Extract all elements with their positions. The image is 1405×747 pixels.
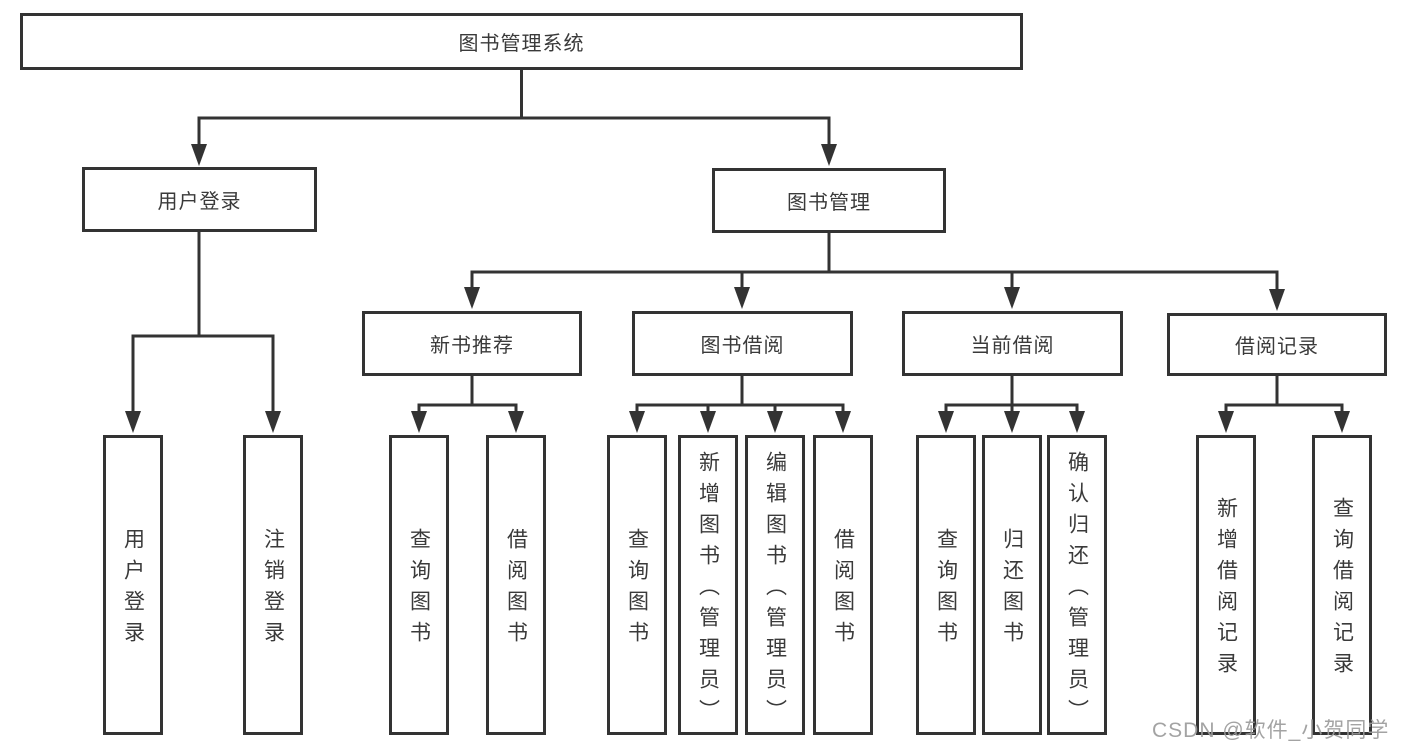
leaf-label: 借阅图书: [831, 528, 855, 652]
leaf-edit-book-admin: 编辑图书（管理员）: [745, 435, 805, 735]
node-book-borrow: 图书借阅: [632, 311, 853, 376]
leaf-add-borrow-record: 新增借阅记录: [1196, 435, 1256, 735]
leaf-label: 新增借阅记录: [1214, 497, 1238, 683]
leaf-label: 归还图书: [1000, 528, 1024, 652]
leaf-query-books-recommend: 查询图书: [389, 435, 449, 735]
leaf-label: 查询图书: [934, 528, 958, 652]
node-label: 当前借阅: [970, 335, 1055, 357]
leaf-label: 查询图书: [625, 528, 649, 652]
leaf-label: 查询图书: [407, 528, 431, 652]
node-current-borrow: 当前借阅: [902, 311, 1123, 376]
node-label: 图书管理: [787, 192, 871, 214]
leaf-query-books-current: 查询图书: [916, 435, 976, 735]
leaf-label: 注销登录: [261, 528, 285, 652]
leaf-label: 确认归还（管理员）: [1065, 450, 1089, 730]
node-label: 新书推荐: [430, 335, 514, 357]
leaf-label: 编辑图书（管理员）: [763, 450, 787, 730]
leaf-add-book-admin: 新增图书（管理员）: [678, 435, 738, 735]
node-user-login: 用户登录: [82, 167, 317, 232]
csdn-watermark: CSDN @软件_小贺同学: [1152, 719, 1390, 742]
node-label: 用户登录: [157, 191, 242, 213]
leaf-return-books: 归还图书: [982, 435, 1042, 735]
node-new-book-recommend: 新书推荐: [362, 311, 582, 376]
leaf-label: 新增图书（管理员）: [696, 450, 720, 730]
node-root-system: 图书管理系统: [20, 13, 1023, 70]
node-borrow-records: 借阅记录: [1167, 313, 1387, 376]
node-label: 图书管理系统: [458, 33, 585, 55]
leaf-user-login: 用户登录: [103, 435, 163, 735]
leaf-borrow-books-recommend: 借阅图书: [486, 435, 546, 735]
leaf-label: 用户登录: [121, 528, 145, 652]
leaf-confirm-return-admin: 确认归还（管理员）: [1047, 435, 1107, 735]
leaf-label: 借阅图书: [504, 528, 528, 652]
leaf-borrow-books-borrow: 借阅图书: [813, 435, 873, 735]
leaf-logout-login: 注销登录: [243, 435, 303, 735]
leaf-label: 查询借阅记录: [1330, 497, 1354, 683]
node-book-management: 图书管理: [712, 168, 946, 233]
node-label: 图书借阅: [700, 335, 785, 357]
node-label: 借阅记录: [1235, 336, 1319, 358]
leaf-query-books-borrow: 查询图书: [607, 435, 667, 735]
leaf-query-borrow-record: 查询借阅记录: [1312, 435, 1372, 735]
